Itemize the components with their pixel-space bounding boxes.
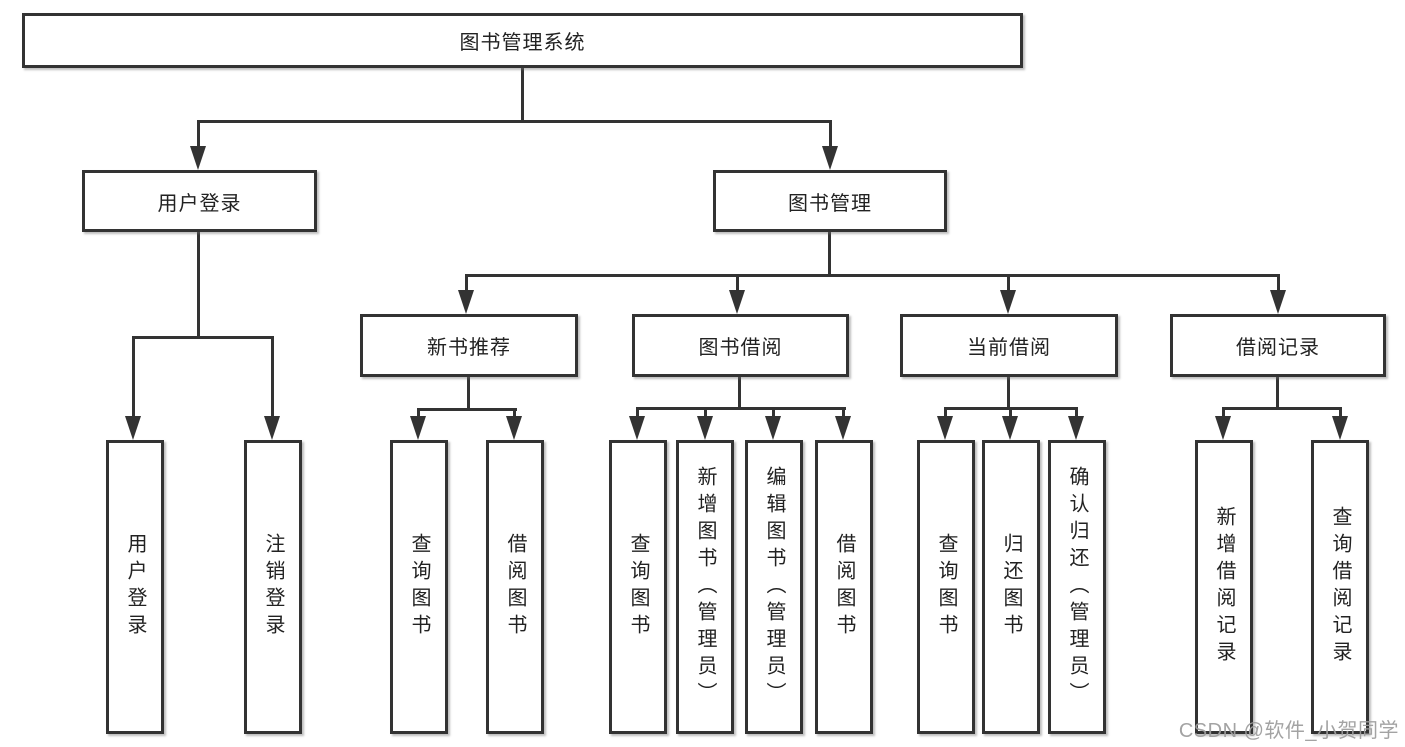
connector-line xyxy=(1339,407,1342,420)
arrow-down-icon xyxy=(190,146,206,170)
connector-line xyxy=(1007,274,1010,294)
connector-line xyxy=(132,336,135,420)
arrow-down-icon xyxy=(937,416,953,440)
node-leaf-query-books-3: 查询图书 xyxy=(917,440,975,734)
arrow-down-icon xyxy=(264,416,280,440)
connector-line xyxy=(197,120,200,150)
arrow-down-icon xyxy=(1002,416,1018,440)
arrow-down-icon xyxy=(1215,416,1231,440)
arrow-down-icon xyxy=(697,416,713,440)
arrow-down-icon xyxy=(1332,416,1348,440)
connector-line xyxy=(1222,407,1225,420)
arrow-down-icon xyxy=(1068,416,1084,440)
leaf-label: 查询图书 xyxy=(408,533,430,641)
connector-line xyxy=(828,232,831,274)
node-current-borrow: 当前借阅 xyxy=(900,314,1118,377)
node-book-management: 图书管理 xyxy=(713,170,947,232)
connector-line xyxy=(417,408,517,411)
arrow-down-icon xyxy=(765,416,781,440)
connector-line xyxy=(842,407,845,420)
arrow-down-icon xyxy=(729,290,745,314)
connector-line xyxy=(736,274,739,294)
arrow-down-icon xyxy=(125,416,141,440)
node-leaf-query-books-1: 查询图书 xyxy=(390,440,448,734)
connector-line xyxy=(829,120,832,150)
connector-line xyxy=(772,407,775,420)
connector-line xyxy=(1222,407,1342,410)
leaf-label: 归还图书 xyxy=(1000,533,1022,641)
leaf-label: 查询图书 xyxy=(627,533,649,641)
connector-line xyxy=(738,377,741,407)
connector-line xyxy=(132,336,274,339)
node-leaf-confirm-return-admin: 确认归还（管理员） xyxy=(1048,440,1106,734)
node-borrow-records: 借阅记录 xyxy=(1170,314,1386,377)
connector-line xyxy=(1276,377,1279,407)
watermark: CSDN @软件_小贺同学 xyxy=(1178,720,1399,742)
leaf-label: 借阅图书 xyxy=(504,533,526,641)
node-leaf-borrow-books-2: 借阅图书 xyxy=(815,440,873,734)
connector-line xyxy=(467,377,470,408)
connector-line xyxy=(1277,274,1280,294)
node-leaf-add-borrow-record: 新增借阅记录 xyxy=(1195,440,1253,734)
node-book-borrow: 图书借阅 xyxy=(632,314,849,377)
arrow-down-icon xyxy=(1270,290,1286,314)
leaf-label: 借阅图书 xyxy=(833,533,855,641)
connector-line xyxy=(197,232,200,336)
leaf-label: 查询借阅记录 xyxy=(1329,506,1351,668)
leaf-label: 注销登录 xyxy=(262,533,284,641)
connector-line xyxy=(1007,377,1010,407)
arrow-down-icon xyxy=(822,146,838,170)
node-leaf-query-books-2: 查询图书 xyxy=(609,440,667,734)
leaf-label: 编辑图书（管理员） xyxy=(763,465,785,709)
node-leaf-return-books: 归还图书 xyxy=(982,440,1040,734)
node-leaf-user-login: 用户登录 xyxy=(106,440,164,734)
node-leaf-query-borrow-record: 查询借阅记录 xyxy=(1311,440,1369,734)
arrow-down-icon xyxy=(835,416,851,440)
connector-line xyxy=(465,274,468,294)
node-root: 图书管理系统 xyxy=(22,13,1023,68)
arrow-down-icon xyxy=(458,290,474,314)
leaf-label: 查询图书 xyxy=(935,533,957,641)
node-new-book-recommend: 新书推荐 xyxy=(360,314,578,377)
connector-line xyxy=(417,408,420,420)
arrow-down-icon xyxy=(410,416,426,440)
leaf-label: 确认归还（管理员） xyxy=(1066,465,1088,709)
arrow-down-icon xyxy=(1000,290,1016,314)
arrow-down-icon xyxy=(629,416,645,440)
connector-line xyxy=(704,407,707,420)
node-leaf-borrow-books-1: 借阅图书 xyxy=(486,440,544,734)
connector-line xyxy=(636,407,846,410)
node-leaf-edit-book-admin: 编辑图书（管理员） xyxy=(745,440,803,734)
leaf-label: 新增借阅记录 xyxy=(1213,506,1235,668)
connector-line xyxy=(1075,407,1078,420)
leaf-label: 用户登录 xyxy=(124,533,146,641)
connector-line xyxy=(465,274,1280,277)
connector-line xyxy=(1009,407,1012,420)
leaf-label: 新增图书（管理员） xyxy=(694,465,716,709)
node-user-login: 用户登录 xyxy=(82,170,317,232)
arrow-down-icon xyxy=(506,416,522,440)
connector-line xyxy=(197,120,832,123)
connector-line xyxy=(636,407,639,420)
connector-line xyxy=(513,408,516,420)
connector-line xyxy=(521,66,524,120)
node-leaf-logout: 注销登录 xyxy=(244,440,302,734)
connector-line xyxy=(944,407,947,420)
connector-line xyxy=(271,336,274,420)
node-leaf-add-book-admin: 新增图书（管理员） xyxy=(676,440,734,734)
